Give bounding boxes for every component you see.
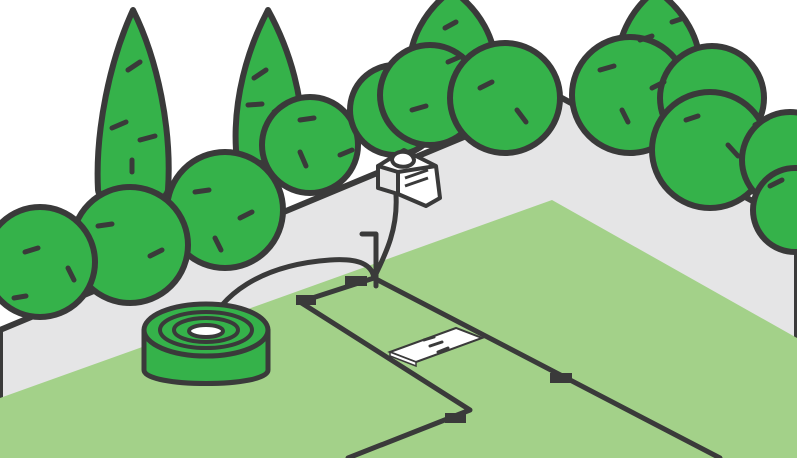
tree-icon — [94, 7, 172, 208]
wire-coil-icon — [141, 301, 271, 386]
charging-station-icon — [376, 148, 442, 208]
bush-icon — [0, 94, 361, 320]
start-marker — [359, 231, 379, 289]
distance-gauge-icon — [387, 326, 485, 368]
bush-icon — [347, 40, 563, 158]
bush-icon — [569, 34, 797, 255]
foliage-details — [11, 15, 785, 301]
